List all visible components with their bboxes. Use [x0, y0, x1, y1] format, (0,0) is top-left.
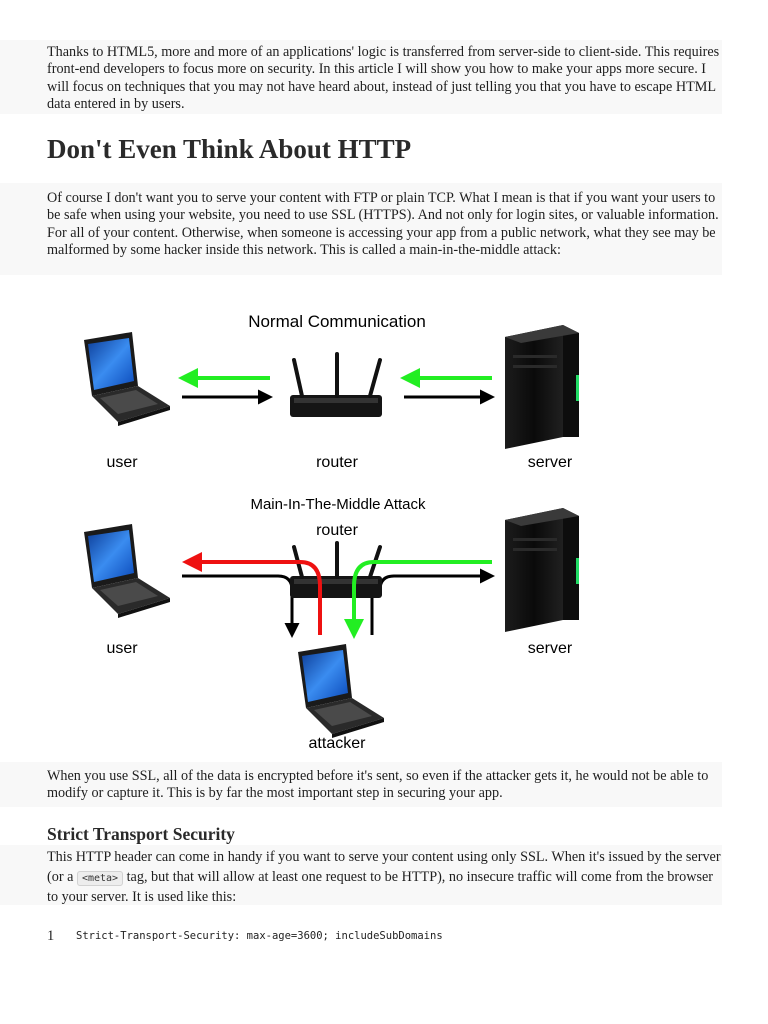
router-label-2: router	[316, 522, 358, 539]
laptop-icon	[84, 524, 170, 618]
server-label-1: server	[528, 454, 573, 471]
after-diagram-paragraph: When you use SSL, all of the data is enc…	[47, 768, 709, 802]
strict-transport-heading: Strict Transport Security	[47, 824, 235, 844]
laptop-icon	[84, 332, 170, 426]
strict-text-after: tag, but that will allow at least one re…	[47, 868, 713, 906]
after-diagram-block	[0, 762, 722, 807]
mitm-diagram: Normal Communication Main-In-The-Middle …	[84, 312, 579, 752]
router-icon	[290, 352, 382, 417]
server-icon	[505, 325, 579, 449]
section-heading-http: Don't Even Think About HTTP	[47, 134, 412, 164]
attacker-label: attacker	[309, 735, 367, 752]
strict-paragraph: This HTTP header can come in handy if yo…	[47, 848, 722, 908]
server-label-2: server	[528, 640, 573, 657]
section1-block	[0, 183, 722, 275]
section1-paragraph: Of course I don't want you to serve your…	[47, 190, 719, 258]
code-snippet: Strict-Transport-Security: max-age=3600;…	[76, 930, 443, 942]
user-label-1: user	[106, 454, 138, 471]
router-icon	[290, 541, 382, 598]
normal-communication-title: Normal Communication	[248, 312, 426, 331]
intro-block	[0, 40, 722, 114]
router-label-1: router	[316, 454, 358, 471]
attacker-laptop-icon	[298, 644, 384, 738]
meta-code-chip: <meta>	[76, 870, 124, 886]
user-label-2: user	[106, 640, 138, 657]
server-icon	[505, 508, 579, 632]
intro-paragraph: Thanks to HTML5, more and more of an app…	[47, 44, 720, 112]
code-line-number: 1	[47, 928, 55, 944]
mitm-title: Main-In-The-Middle Attack	[250, 496, 426, 513]
strict-text-before: This HTTP header can come in handy if yo…	[47, 849, 721, 885]
